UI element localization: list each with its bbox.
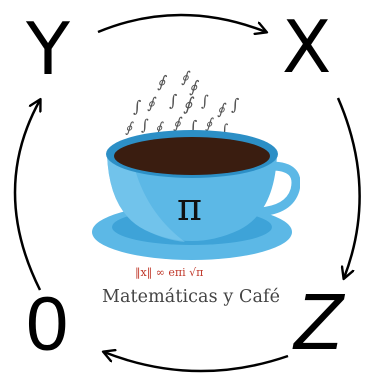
svg-text:∫: ∫ xyxy=(201,92,209,110)
corner-label-z: Z xyxy=(294,277,343,366)
coffee-cup-logo: ∮ ∮ ∮ ∫ ∮ ∫ ∮ ∫ ∮ ∫ ∮ ∫ ∮ ∮ ∫ ∮ ∫ ∮ ∮ ∫ … xyxy=(92,68,300,280)
svg-text:∮: ∮ xyxy=(205,116,214,132)
svg-text:∫: ∫ xyxy=(189,117,197,136)
svg-text:∮: ∮ xyxy=(217,100,227,118)
svg-text:∫: ∫ xyxy=(141,116,149,134)
arrow-y-to-x xyxy=(97,13,266,32)
svg-text:∫: ∫ xyxy=(133,97,141,116)
svg-text:∫: ∫ xyxy=(231,95,239,114)
corner-label-zero: 0 xyxy=(26,282,69,367)
svg-text:∮: ∮ xyxy=(155,120,164,136)
corner-label-y: Y xyxy=(26,7,70,91)
svg-text:∮: ∮ xyxy=(125,120,134,136)
svg-text:∮: ∮ xyxy=(181,68,191,86)
svg-text:∮: ∮ xyxy=(183,94,195,115)
pi-symbol: π xyxy=(177,185,202,229)
arrow-x-to-z xyxy=(336,97,361,278)
cup-handle xyxy=(258,161,300,217)
svg-text:∫: ∫ xyxy=(221,122,228,138)
svg-text:∫: ∫ xyxy=(169,91,177,110)
coffee xyxy=(114,137,270,175)
formula-row: ‖x‖ ∞ eπi √π xyxy=(135,266,203,280)
arrow-0-to-y xyxy=(13,100,40,291)
svg-text:∮: ∮ xyxy=(147,94,157,112)
svg-text:∮: ∮ xyxy=(173,114,183,132)
corner-label-x: X xyxy=(282,5,332,89)
arrow-z-to-0 xyxy=(104,352,289,373)
svg-text:∮: ∮ xyxy=(157,72,168,91)
svg-text:∮: ∮ xyxy=(189,77,200,96)
logo-caption: Matemáticas y Café xyxy=(101,287,281,307)
